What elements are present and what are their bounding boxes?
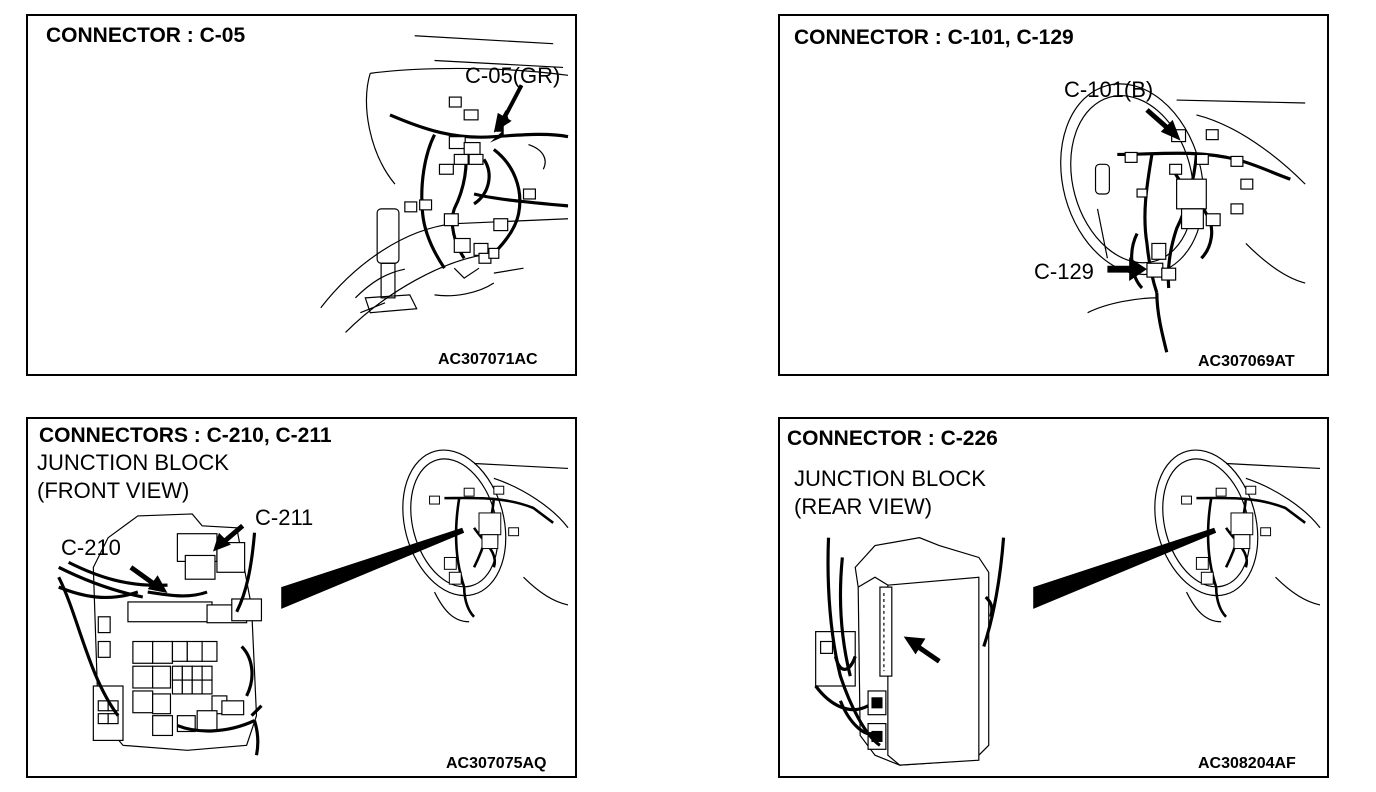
callout-c211: C-211	[255, 505, 314, 530]
c129-callout-arrow	[1129, 257, 1147, 282]
callout-c05: C-05(GR)	[465, 63, 561, 88]
callout-c129: C-129	[1034, 259, 1094, 284]
c226-callout-arrow	[903, 636, 926, 655]
diagram-panel-c226: CONNECTOR : C-226 JUNCTION BLOCK (REAR V…	[778, 417, 1329, 778]
callout-c101: C-101(B)	[1064, 77, 1154, 102]
subtitle-line-1: JUNCTION BLOCK	[37, 450, 229, 475]
c101-c129-location-illustration	[1060, 83, 1306, 353]
panel-title: CONNECTOR : C-226	[787, 427, 998, 450]
diagram-panel-c05: CONNECTOR : C-05 C-05(GR) AC307071AC	[26, 14, 577, 376]
location-wedge	[1033, 527, 1217, 609]
view-subtitle: JUNCTION BLOCK (FRONT VIEW)	[37, 449, 229, 505]
subtitle-line-2: (REAR VIEW)	[794, 494, 933, 519]
diagram-panel-c210-c211: CONNECTORS : C-210, C-211 JUNCTION BLOCK…	[26, 417, 577, 778]
junction-block-front-illustration	[57, 449, 569, 756]
subtitle-line-1: JUNCTION BLOCK	[794, 466, 986, 491]
figure-code: AC307071AC	[438, 351, 538, 368]
view-subtitle: JUNCTION BLOCK (REAR VIEW)	[794, 465, 986, 521]
figure-code: AC307069AT	[1198, 353, 1295, 370]
figure-code: AC308204AF	[1198, 755, 1296, 772]
location-wedge	[281, 527, 465, 609]
c05-location-illustration	[320, 35, 569, 333]
figure-code: AC307075AQ	[446, 755, 547, 772]
junction-block-rear-illustration	[814, 449, 1321, 766]
c101-callout-arrow	[1160, 119, 1181, 141]
panel-title: CONNECTOR : C-101, C-129	[794, 26, 1074, 49]
diagram-panel-c101-c129: CONNECTOR : C-101, C-129 C-101(B) C-129 …	[778, 14, 1329, 376]
callout-c210: C-210	[61, 535, 121, 560]
panel-title: CONNECTOR : C-05	[46, 24, 246, 47]
panel-title: CONNECTORS : C-210, C-211	[39, 424, 332, 447]
c210-callout-arrow	[147, 575, 168, 594]
subtitle-line-2: (FRONT VIEW)	[37, 478, 190, 503]
